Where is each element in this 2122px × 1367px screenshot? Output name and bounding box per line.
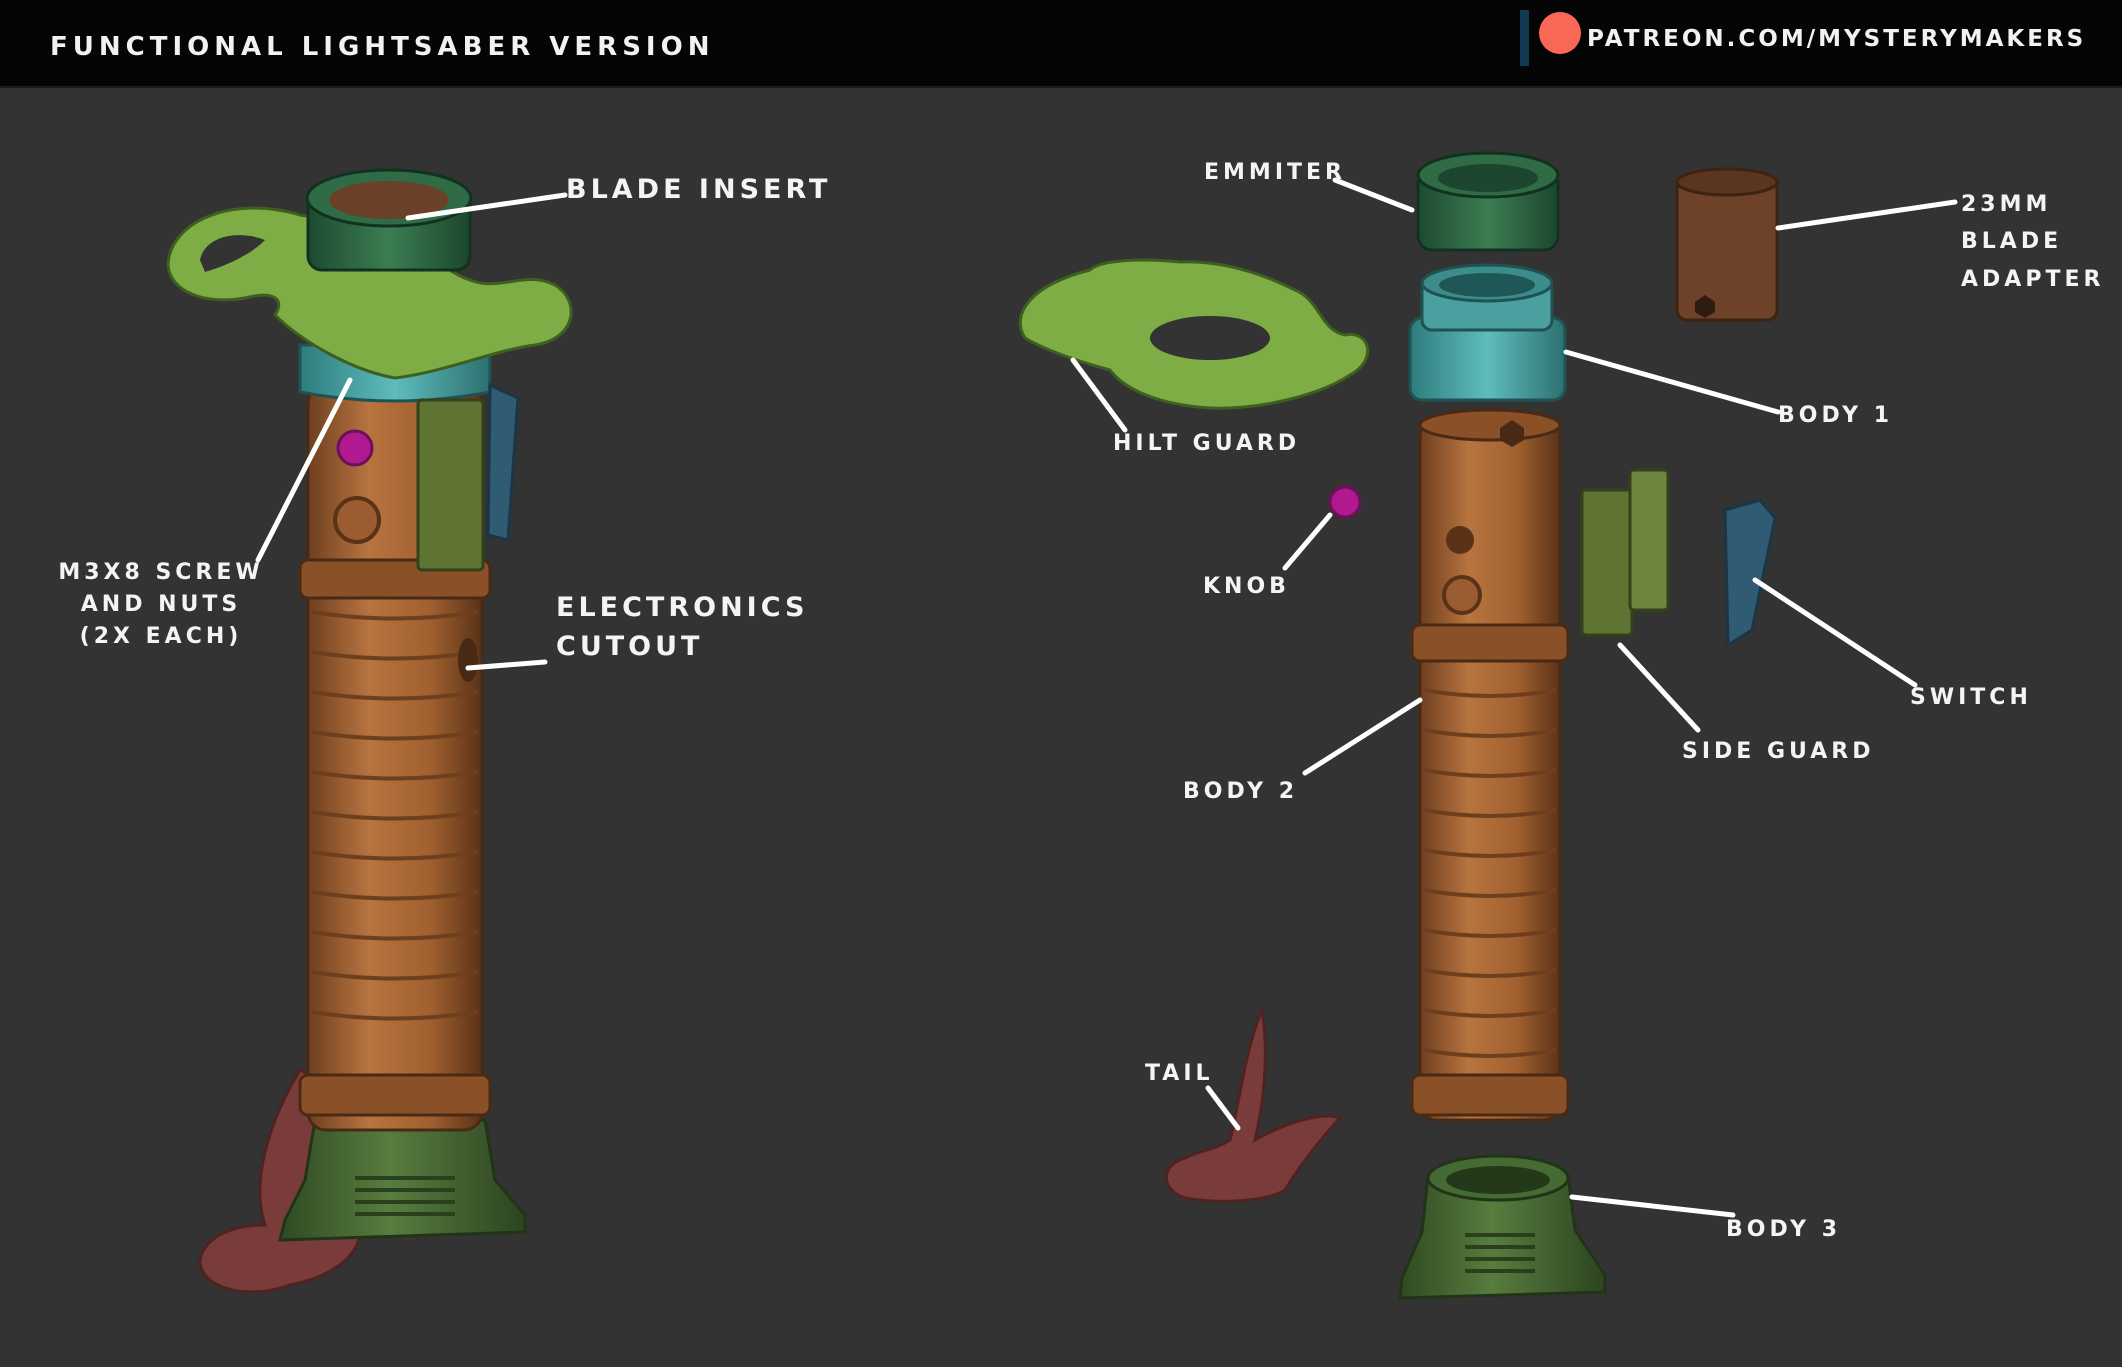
hilt-guard-hook-cutout bbox=[200, 235, 265, 272]
exploded-parts bbox=[1018, 151, 1779, 1300]
label-electronics: Electronics Cutout bbox=[556, 588, 808, 666]
label-screw-line2: and nuts bbox=[80, 591, 242, 617]
leader-emmiter bbox=[1332, 177, 1415, 213]
label-tail: Tail bbox=[1145, 1061, 1214, 1086]
leader-blade-insert bbox=[405, 192, 568, 221]
part-knob bbox=[1328, 485, 1362, 519]
label-emmiter: Emmiter bbox=[1204, 160, 1346, 185]
part-tail bbox=[1164, 1004, 1343, 1203]
leader-body1 bbox=[1563, 349, 1781, 415]
label-blade-adapter-line3: adapter bbox=[1961, 266, 2105, 292]
leader-side-guard bbox=[1617, 642, 1701, 733]
header-bar: Functional Lightsaber Version patreon.co… bbox=[0, 0, 2122, 88]
leader-lines bbox=[255, 177, 1958, 1218]
assembled-hilt-guard bbox=[166, 206, 573, 380]
body-slot-screw bbox=[333, 496, 381, 544]
leader-tail bbox=[1205, 1085, 1241, 1131]
assembled-knob bbox=[336, 429, 374, 467]
label-blade-adapter-line2: blade bbox=[1961, 229, 2063, 255]
part-body2 bbox=[1410, 408, 1570, 1122]
assembled-switch bbox=[486, 382, 520, 542]
label-screw: M3x8 screw and nuts (2x each) bbox=[50, 557, 272, 653]
part-body3 bbox=[1398, 1154, 1607, 1300]
leader-hilt-guard bbox=[1070, 357, 1128, 433]
patreon-url: patreon.com/mysterymakers bbox=[1587, 26, 2087, 52]
pommel-vents bbox=[355, 1176, 455, 1216]
leader-switch bbox=[1752, 577, 1918, 688]
assembled-side-guard bbox=[416, 398, 485, 572]
label-switch: Switch bbox=[1910, 685, 2032, 710]
body-band-lower bbox=[298, 1073, 492, 1117]
leader-screw bbox=[255, 377, 353, 563]
leader-blade-adapter bbox=[1775, 199, 1958, 231]
page-title: Functional Lightsaber Version bbox=[50, 32, 715, 62]
patreon-logo-icon bbox=[1539, 12, 1581, 54]
label-body3: Body 3 bbox=[1726, 1217, 1842, 1242]
part-switch bbox=[1723, 498, 1777, 648]
patreon-accent-bar bbox=[1520, 10, 1529, 66]
part-side-guard bbox=[1580, 468, 1670, 637]
label-blade-adapter: 23mm blade adapter bbox=[1961, 186, 2104, 298]
label-electronics-line1: Electronics bbox=[556, 592, 809, 623]
label-blade-insert: Blade Insert bbox=[566, 174, 832, 205]
label-hilt-guard: Hilt Guard bbox=[1113, 431, 1301, 456]
part-emitter bbox=[1416, 151, 1560, 252]
part-hilt-guard bbox=[1018, 258, 1370, 410]
leader-body2 bbox=[1302, 697, 1423, 776]
leader-knob bbox=[1282, 512, 1333, 571]
leader-electronics bbox=[465, 659, 548, 671]
label-electronics-line2: Cutout bbox=[556, 631, 704, 663]
part-body1 bbox=[1408, 263, 1567, 402]
label-body2: Body 2 bbox=[1183, 779, 1299, 804]
label-body1: Body 1 bbox=[1778, 403, 1894, 428]
electronics-cutout-hole bbox=[458, 638, 478, 682]
label-knob: Knob bbox=[1203, 574, 1290, 599]
blade-insert-opening bbox=[329, 181, 449, 219]
label-side-guard: Side Guard bbox=[1682, 739, 1875, 764]
leader-body3 bbox=[1569, 1194, 1736, 1218]
part-blade-adapter bbox=[1675, 167, 1779, 322]
assembled-saber bbox=[166, 168, 573, 1294]
label-screw-line1: M3x8 screw bbox=[58, 560, 264, 585]
label-blade-adapter-line1: 23mm bbox=[1961, 192, 2052, 217]
label-screw-line3: (2x each) bbox=[79, 623, 243, 649]
